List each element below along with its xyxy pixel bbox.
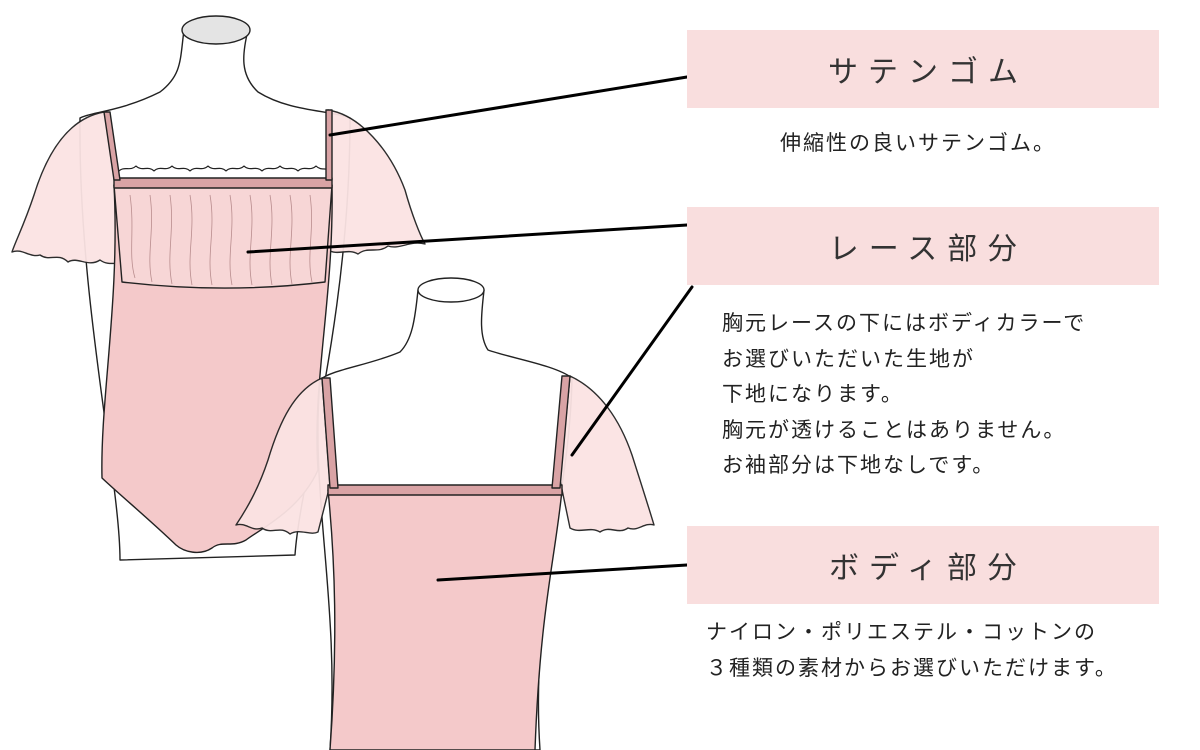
back-left-strap (321, 377, 339, 489)
leader-line-body (436, 563, 689, 582)
leader-line-satin (328, 75, 689, 137)
callout-body-line: ３種類の素材からお選びいただけます。 (706, 655, 1118, 680)
front-left-sleeve (11, 111, 123, 265)
front-right-sleeve (327, 109, 426, 255)
callout-lace-description: 胸元レースの下にはボディカラーで お選びいただいた生地が 下地になります。 胸元… (722, 306, 1086, 484)
callout-lace-line: お選びいただいた生地が (722, 346, 975, 371)
front-neck-cap (181, 15, 251, 45)
callout-lace-line: 下地になります。 (722, 382, 904, 406)
back-view (235, 277, 655, 750)
back-left-sleeve (235, 377, 331, 535)
callout-body-title: ボディ部分 (687, 526, 1159, 604)
back-body (327, 489, 563, 750)
leader-line-lace-front (246, 223, 689, 254)
front-right-strap (325, 109, 333, 181)
back-right-sleeve (559, 375, 655, 533)
front-gather-lines (129, 194, 313, 286)
front-lace-panel (113, 184, 333, 289)
leader-line-lace-back (570, 285, 694, 457)
back-neck-cap (417, 277, 485, 303)
callout-lace-line: お袖部分は下地なしです。 (722, 453, 996, 477)
leader-lines (246, 75, 694, 582)
callout-satin-title: サテンゴム (687, 30, 1159, 108)
back-right-strap (551, 375, 571, 489)
front-left-strap (103, 111, 121, 181)
front-satin-trim (113, 177, 333, 189)
front-ruffle-top (117, 165, 333, 173)
back-satin-trim (327, 484, 563, 496)
callout-lace-title: レース部分 (687, 207, 1159, 285)
callout-lace-line: 胸元が透けることはありません。 (722, 417, 1067, 442)
callout-satin-line: 伸縮性の良いサテンゴム。 (780, 131, 1056, 155)
callout-body-line: ナイロン・ポリエステル・コットンの (706, 620, 1097, 644)
callout-body-description: ナイロン・ポリエステル・コットンの ３種類の素材からお選びいただけます。 (706, 615, 1118, 686)
callout-satin-description: 伸縮性の良いサテンゴム。 (780, 126, 1056, 162)
callout-lace-line: 胸元レースの下にはボディカラーで (722, 311, 1087, 335)
